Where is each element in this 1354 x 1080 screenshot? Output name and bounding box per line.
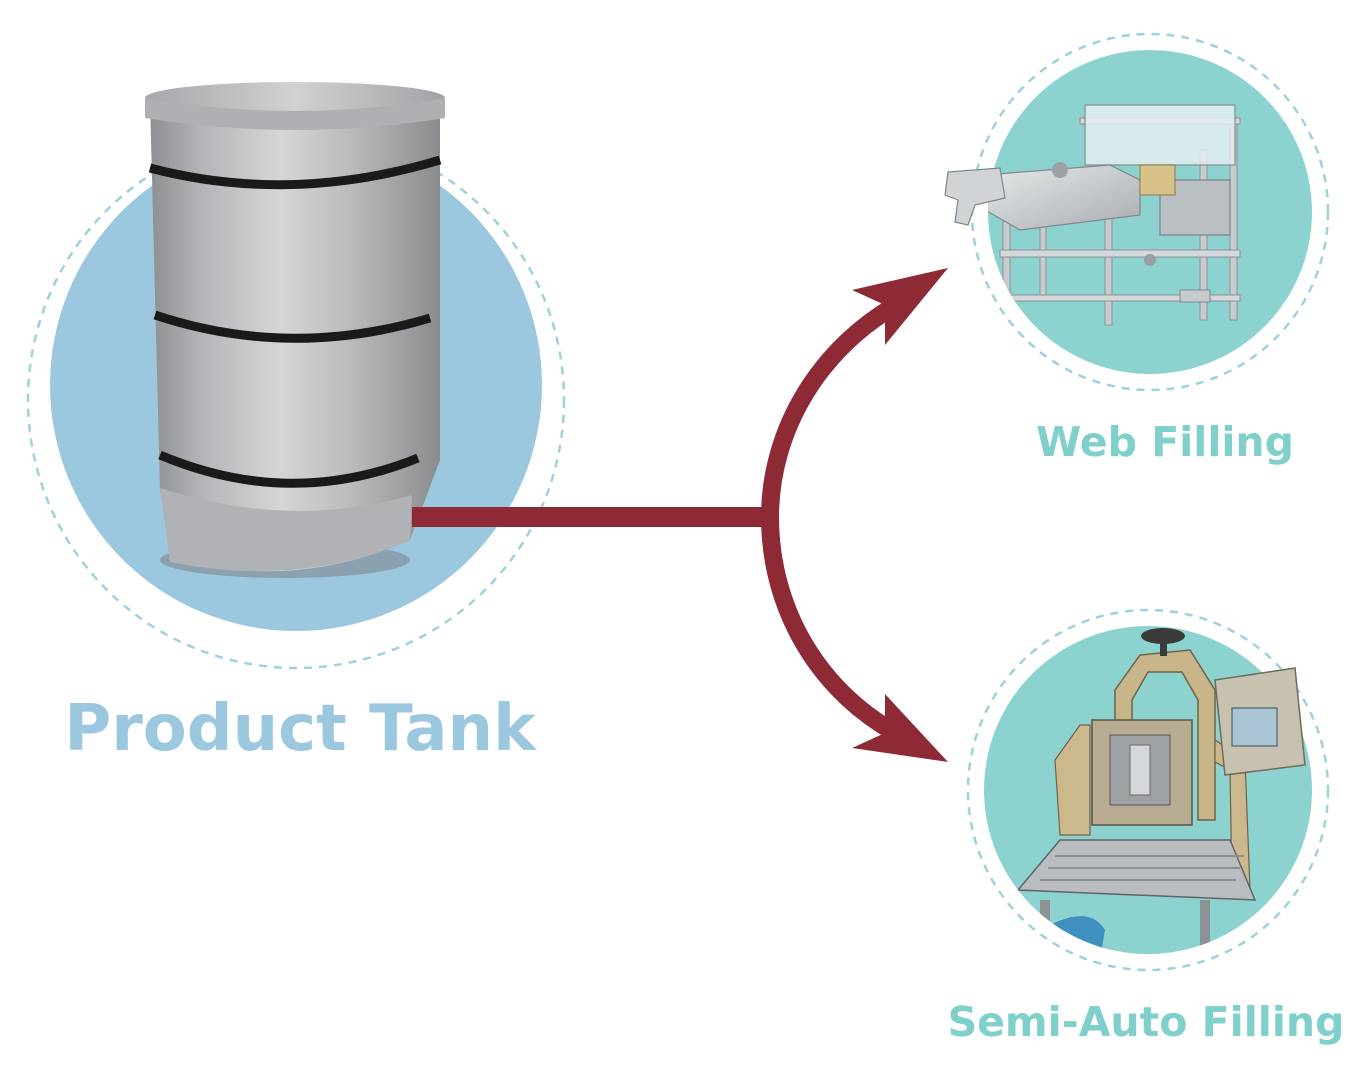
arrow-head-up <box>852 268 948 345</box>
web-filling-machine-icon <box>944 104 1241 326</box>
semi-dashed-ring <box>966 608 1330 972</box>
branch-arrows <box>412 268 948 762</box>
semi-label: Semi-Auto Filling <box>948 998 1345 1046</box>
web-node: Web Filling <box>944 32 1330 466</box>
web-label: Web Filling <box>1036 418 1294 466</box>
tank-label: Product Tank <box>64 692 537 766</box>
arrow-head-down <box>852 694 948 762</box>
semi-auto-filling-machine-icon <box>1016 628 1306 954</box>
tank-node <box>26 82 566 670</box>
arrow-up-curve <box>761 292 910 518</box>
drum-icon <box>145 82 445 578</box>
semi-node: Semi-Auto Filling <box>948 608 1345 1046</box>
arrow-down-curve <box>761 516 910 747</box>
